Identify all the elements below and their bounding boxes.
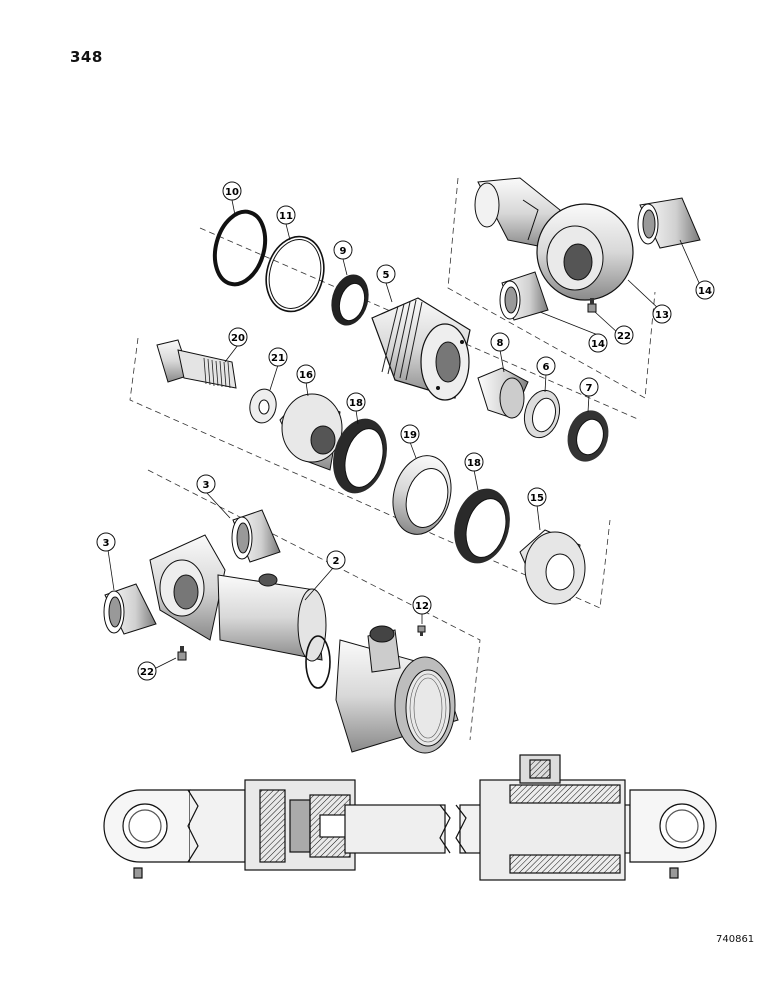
bushing-14-lower bbox=[499, 271, 549, 321]
svg-text:5: 5 bbox=[383, 270, 390, 281]
rod-bushing-8 bbox=[477, 367, 529, 419]
svg-text:6: 6 bbox=[543, 362, 550, 373]
svg-text:9: 9 bbox=[340, 246, 347, 257]
callout-3-lower: 3 bbox=[96, 532, 116, 552]
svg-text:3: 3 bbox=[203, 480, 210, 491]
svg-text:8: 8 bbox=[497, 338, 504, 349]
callout-2: 2 bbox=[326, 550, 346, 570]
svg-text:10: 10 bbox=[225, 187, 239, 198]
o-ring-10 bbox=[212, 209, 268, 287]
callout-22-lower: 22 bbox=[137, 661, 157, 681]
callout-12: 12 bbox=[412, 595, 432, 615]
svg-text:13: 13 bbox=[655, 310, 669, 321]
svg-text:15: 15 bbox=[530, 493, 544, 504]
wear-ring-19 bbox=[392, 455, 452, 535]
grease-fitting-22-lower bbox=[177, 646, 187, 661]
callout-22-upper: 22 bbox=[614, 325, 634, 345]
leader-lines bbox=[107, 199, 701, 669]
backup-ring-11 bbox=[265, 235, 325, 313]
callout-10: 10 bbox=[222, 181, 242, 201]
callout-18-upper: 18 bbox=[346, 392, 366, 412]
svg-text:20: 20 bbox=[231, 333, 245, 344]
svg-text:14: 14 bbox=[591, 339, 605, 350]
callout-15: 15 bbox=[527, 487, 547, 507]
bolt-20 bbox=[156, 339, 237, 389]
svg-text:14: 14 bbox=[698, 286, 712, 297]
svg-text:18: 18 bbox=[349, 398, 363, 409]
piston-16 bbox=[279, 393, 343, 471]
callout-13: 13 bbox=[652, 304, 672, 324]
svg-text:2: 2 bbox=[333, 556, 340, 567]
wiper-seal-7 bbox=[567, 410, 609, 462]
callout-16: 16 bbox=[296, 364, 316, 384]
svg-text:7: 7 bbox=[586, 383, 593, 394]
page-number: 348 bbox=[70, 48, 103, 66]
piston-seal-18-upper bbox=[333, 418, 387, 494]
piston-seal-18-lower bbox=[454, 488, 510, 564]
svg-text:3: 3 bbox=[103, 538, 110, 549]
callout-7: 7 bbox=[579, 377, 599, 397]
piston-15 bbox=[519, 529, 586, 605]
callout-14-lower: 14 bbox=[588, 333, 608, 353]
svg-text:12: 12 bbox=[415, 601, 429, 612]
callout-5: 5 bbox=[376, 264, 396, 284]
svg-text:22: 22 bbox=[617, 331, 631, 342]
bushing-3-lower bbox=[103, 583, 157, 635]
bushing-14-upper bbox=[637, 197, 701, 249]
figure-code: 740861 bbox=[716, 934, 755, 945]
callout-9: 9 bbox=[333, 240, 353, 260]
svg-text:16: 16 bbox=[299, 370, 313, 381]
svg-text:11: 11 bbox=[279, 211, 293, 222]
callout-21: 21 bbox=[268, 347, 288, 367]
svg-text:22: 22 bbox=[140, 667, 154, 678]
grease-fitting-22-upper bbox=[587, 298, 597, 313]
assembled-cylinder-section bbox=[103, 754, 717, 881]
bushing-3-upper bbox=[231, 509, 281, 563]
callout-6: 6 bbox=[536, 356, 556, 376]
cylinder-barrel-2 bbox=[149, 534, 459, 754]
callout-20: 20 bbox=[228, 327, 248, 347]
rod-eye-13 bbox=[474, 177, 634, 301]
callout-14-upper: 14 bbox=[695, 280, 715, 300]
svg-text:18: 18 bbox=[467, 458, 481, 469]
callout-3-upper: 3 bbox=[196, 474, 216, 494]
head-gland-5 bbox=[371, 297, 471, 401]
svg-text:19: 19 bbox=[403, 430, 417, 441]
callout-11: 11 bbox=[276, 205, 296, 225]
callout-8: 8 bbox=[490, 332, 510, 352]
callout-18-lower: 18 bbox=[464, 452, 484, 472]
plug-12 bbox=[417, 625, 426, 636]
svg-text:21: 21 bbox=[271, 353, 285, 364]
washer-21 bbox=[249, 388, 277, 424]
ring-6 bbox=[523, 389, 561, 439]
seal-9 bbox=[331, 274, 369, 326]
callout-19: 19 bbox=[400, 424, 420, 444]
group-outline-rod-end bbox=[447, 177, 656, 399]
